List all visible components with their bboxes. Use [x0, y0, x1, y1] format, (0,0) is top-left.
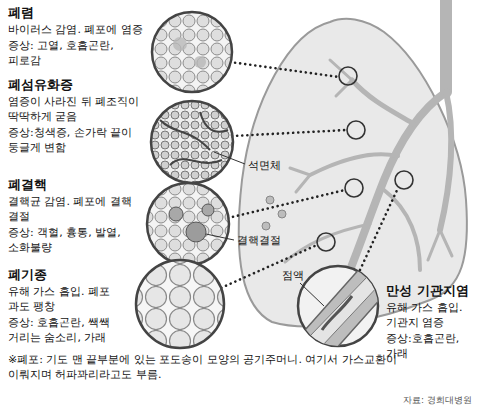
disease-heading: 만성 기관지염 — [386, 282, 476, 299]
symptom-text: 증상:청색증, 손가락 끝이 둥글게 변함 — [8, 125, 144, 155]
disease-description: 염증이 사라진 뒤 폐조직이 딱딱하게 굳음 — [8, 94, 144, 124]
lung-dots — [262, 196, 286, 230]
symptom-text: 증상: 객혈, 흉통, 발열, 소화불량 — [8, 225, 144, 255]
disease-description: 바이러스 감염. 폐포에 염증 — [8, 22, 146, 37]
disease-heading: 폐렴 — [8, 4, 146, 21]
part-label: 결핵결절 — [237, 233, 297, 248]
disease-heading: 폐기종 — [8, 266, 128, 283]
bronchitis-callout — [296, 266, 392, 360]
part-label: 석면체 — [248, 158, 298, 173]
dotted-leaders — [212, 62, 398, 292]
target-circles — [317, 67, 413, 251]
part-label: 점액 — [282, 268, 322, 283]
symptom-text: 증상:호흡곤란, 가래 — [386, 331, 476, 361]
pneumonia-callout — [152, 12, 232, 92]
emphysema-callout — [136, 260, 224, 348]
disease-description: 결핵균 감염. 폐포에 결핵 결절 — [8, 194, 144, 224]
bronchi — [285, 0, 452, 270]
disease-description: 유해 가스 흡입. 폐포 과도 팽창 — [8, 284, 128, 314]
symptom-text: 증상: 호흡곤란, 쌕쌕 거리는 숨소리, 가래 — [8, 315, 128, 345]
tuberculosis-callout — [147, 183, 229, 265]
fibrosis-callout — [151, 101, 233, 183]
symptom-text: 증상: 고열, 호흡곤란, 피로감 — [8, 38, 146, 68]
part-leaders — [206, 152, 324, 306]
disease-heading: 폐결핵 — [8, 176, 144, 193]
disease-description: 유해 가스 흡입. 기관지 염증 — [386, 300, 476, 330]
footnote: ※폐포: 기도 맨 끝부분에 있는 포도송이 모양의 공기주머니. 여기서 가스… — [8, 352, 408, 382]
disease-heading: 폐섬유화증 — [8, 76, 144, 93]
source-note: 자료: 경희대병원 — [340, 394, 472, 406]
